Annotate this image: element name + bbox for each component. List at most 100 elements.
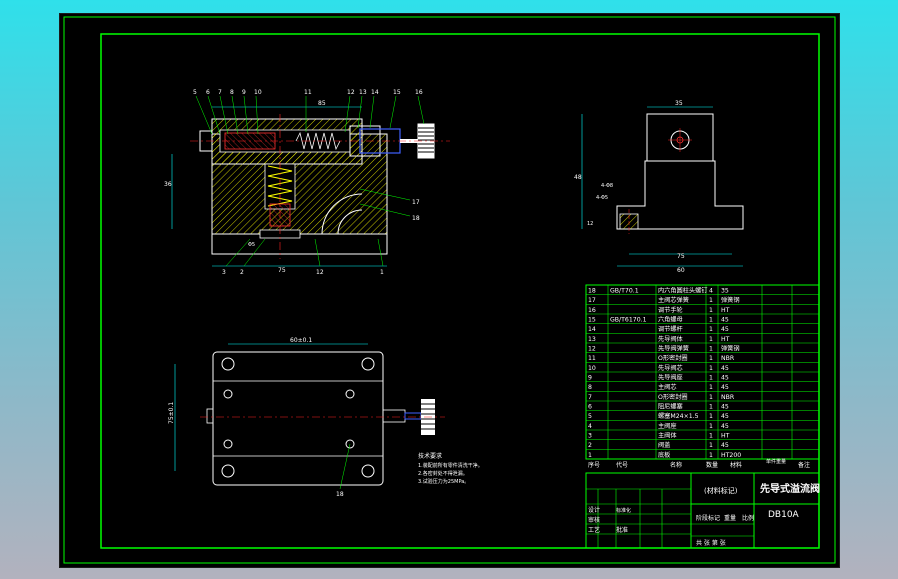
title-block: (材料标记) 先导式溢流阀 DB10A 阶段标记 重量 比例 共 张 第 张 设… <box>585 472 820 549</box>
parts-cell-qty: 1 <box>709 442 713 449</box>
parts-cell-qty: 1 <box>709 413 713 420</box>
parts-cell-material: NBR <box>721 394 735 401</box>
balloon: 13 <box>359 89 367 96</box>
parts-cell-name: 调节手轮 <box>658 306 683 314</box>
parts-cell-no: 2 <box>588 442 592 449</box>
front-section-view: 85 36 75 Φ5 <box>164 95 450 274</box>
parts-cell-no: 17 <box>588 297 596 304</box>
parts-cell-material: 弹簧钢 <box>721 296 740 304</box>
parts-cell-material: 45 <box>721 365 729 372</box>
drawing-number: DB10A <box>768 510 800 520</box>
parts-cell-code: GB/T6170.1 <box>610 316 647 323</box>
parts-cell-material: 35 <box>721 287 729 294</box>
parts-cell-name: 内六角圆柱头螺钉 <box>658 286 708 294</box>
parts-cell-material: 45 <box>721 413 729 420</box>
parts-cell-name: O形密封圈 <box>658 393 688 401</box>
parts-cell-no: 14 <box>588 326 596 333</box>
parts-cell-qty: 1 <box>709 365 713 372</box>
parts-cell-name: 底板 <box>658 451 670 459</box>
dim-front-bottom: 75 <box>278 267 286 274</box>
side-view: 35 48 4-Φ8 4-Φ5 12 75 60 <box>574 100 744 274</box>
balloon-plan: 18 <box>336 491 344 498</box>
balloon: 12 <box>316 269 324 276</box>
balloon: 16 <box>415 89 423 96</box>
parts-cell-name: 主阀体 <box>658 431 677 439</box>
parts-cell-name: 主阀芯 <box>658 383 677 391</box>
parts-cell-qty: 1 <box>709 336 713 343</box>
parts-cell-qty: 1 <box>709 384 713 391</box>
parts-cell-name: 六角螺母 <box>658 315 683 323</box>
head-seq: 序号 <box>588 461 600 469</box>
parts-cell-no: 1 <box>588 452 592 459</box>
parts-cell-no: 15 <box>588 316 596 323</box>
balloon: 10 <box>254 89 262 96</box>
parts-cell-qty: 4 <box>709 287 713 294</box>
parts-cell-no: 13 <box>588 336 596 343</box>
parts-cell-no: 6 <box>588 403 592 410</box>
parts-cell-qty: 1 <box>709 394 713 401</box>
parts-cell-qty: 1 <box>709 307 713 314</box>
parts-cell-no: 8 <box>588 384 592 391</box>
stage-mark: 阶段标记 <box>696 514 720 522</box>
part-name: 先导式溢流阀 <box>760 482 820 495</box>
dim-side-holes-1: 4-Φ8 <box>601 183 613 189</box>
parts-cell-material: 45 <box>721 423 729 430</box>
parts-cell-name: 先导阀芯 <box>658 364 683 372</box>
parts-cell-no: 7 <box>588 394 592 401</box>
parts-cell-qty: 1 <box>709 355 713 362</box>
parts-list-header: 序号 代号 名称 数量 材料 单件重量 备注 <box>586 458 819 469</box>
balloon: 17 <box>412 199 420 206</box>
sheets-label: 共 张 第 张 <box>696 539 726 547</box>
tech-req-line: 2.各密封处不得泄漏。 <box>418 470 468 477</box>
outer-frame <box>63 16 836 564</box>
plan-view: 60±0.1 75±0.1 18 <box>168 337 445 498</box>
parts-cell-material: HT <box>721 307 730 314</box>
dim-front-left: 36 <box>164 181 172 188</box>
parts-cell-material: 45 <box>721 374 729 381</box>
dim-front-top: 85 <box>318 100 326 107</box>
head-remark: 备注 <box>798 461 810 469</box>
scale-label: 比例 <box>742 514 754 522</box>
parts-cell-no: 4 <box>588 423 592 430</box>
parts-cell-material: 45 <box>721 384 729 391</box>
balloon: 11 <box>304 89 312 96</box>
tech-req-line: 3.试验压力为25MPa。 <box>418 478 469 485</box>
balloon: 1 <box>380 269 384 276</box>
parts-cell-no: 16 <box>588 307 596 314</box>
balloon: 7 <box>218 89 222 96</box>
parts-cell-qty: 1 <box>709 316 713 323</box>
row-design: 设计 <box>588 506 600 514</box>
weight-label: 重量 <box>724 514 736 522</box>
head-weight: 单件重量 <box>766 458 786 465</box>
parts-cell-qty: 1 <box>709 403 713 410</box>
parts-cell-name: 阀盖 <box>658 441 670 449</box>
material-placeholder: (材料标记) <box>704 486 738 495</box>
parts-cell-material: 45 <box>721 403 729 410</box>
parts-cell-no: 9 <box>588 374 592 381</box>
head-code: 代号 <box>616 461 628 469</box>
balloon: 9 <box>242 89 246 96</box>
dim-plan-left: 75±0.1 <box>168 402 175 424</box>
dim-side-small: 12 <box>587 221 593 227</box>
plan-base <box>212 351 384 486</box>
parts-cell-material: 45 <box>721 326 729 333</box>
balloons-top: 5 6 7 8 9 10 11 12 13 14 15 16 <box>193 89 423 96</box>
parts-cell-code: GB/T70.1 <box>610 287 639 294</box>
parts-cell-name: O形密封圈 <box>658 354 688 362</box>
parts-cell-name: 先导阀座 <box>658 373 683 381</box>
parts-cell-qty: 1 <box>709 374 713 381</box>
parts-cell-name: 先导阀弹簧 <box>658 344 689 352</box>
cad-viewport[interactable]: 85 36 75 Φ5 5 6 7 8 9 10 11 12 13 14 15 … <box>59 13 840 568</box>
row-standard: 标准化 <box>616 507 631 514</box>
tech-req-heading: 技术要求 <box>418 452 442 460</box>
parts-cell-qty: 1 <box>709 432 713 439</box>
parts-cell-no: 3 <box>588 432 592 439</box>
head-qty: 数量 <box>706 461 718 469</box>
dim-side-bottom-1: 75 <box>677 253 685 260</box>
row-check: 审核 <box>588 516 600 524</box>
parts-cell-name: 先导阀体 <box>658 335 684 343</box>
parts-cell-qty: 1 <box>709 345 713 352</box>
dim-plan-top: 60±0.1 <box>290 337 312 344</box>
balloon: 5 <box>193 89 197 96</box>
